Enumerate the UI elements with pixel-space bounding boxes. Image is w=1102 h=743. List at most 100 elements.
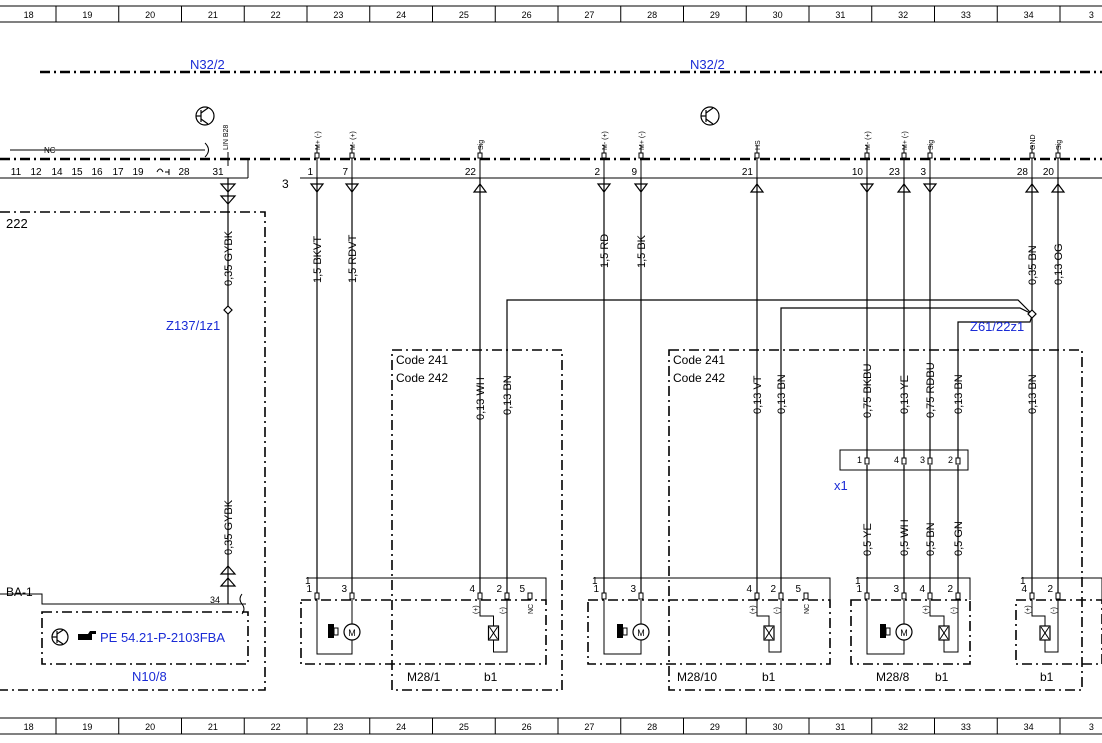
component-pin-number: 2 xyxy=(770,584,776,595)
wire-label: 1,5 RD xyxy=(599,234,611,268)
wire-label: 0,5 GN xyxy=(953,521,965,556)
wire-label: 0,13 VT xyxy=(752,375,764,414)
grid-label-top: 26 xyxy=(522,10,532,20)
motor-gear-detail xyxy=(622,627,628,636)
connector-pin-signal: Sig xyxy=(478,140,485,150)
grid-ticks xyxy=(55,6,1061,734)
ecu-icon-right xyxy=(700,106,720,126)
wire-label: 0,13 BN xyxy=(953,374,965,414)
x1-pin-socket xyxy=(864,457,870,465)
connector-pin-number: 2 xyxy=(594,167,600,178)
wire-label: 0,13 OG xyxy=(1053,243,1065,285)
grid-label-bottom: 24 xyxy=(396,722,406,732)
connector-pin-number: 10 xyxy=(852,167,864,178)
hall-sensor-cross xyxy=(939,626,949,640)
wire-arrow-down xyxy=(859,183,875,193)
component-pin-socket xyxy=(638,592,644,600)
grid-label-top: 31 xyxy=(835,10,845,20)
wire-arrow-up xyxy=(472,183,488,193)
hall-sensor-wiring xyxy=(929,600,959,653)
component-pin-number: 2 xyxy=(947,584,953,595)
motor-gear-icon xyxy=(328,624,334,638)
component-pin-number: 4 xyxy=(469,584,475,595)
left-pin-number: 31 xyxy=(212,167,224,178)
component-pin-number: 4 xyxy=(746,584,752,595)
grid-ruler-top xyxy=(0,5,1102,23)
grid-label-bottom: 23 xyxy=(333,722,343,732)
connector-pin-number: 21 xyxy=(742,167,754,178)
wire-arrow-up xyxy=(1050,183,1066,193)
grid-labels: 1818191920202121222223232424252526262727… xyxy=(24,10,1094,732)
wire-label: 1,5 BKVT xyxy=(312,236,324,283)
connector-pin-signal: M+ (-) xyxy=(315,131,322,150)
component-pin-socket xyxy=(601,592,607,600)
motor-gear-detail xyxy=(333,627,339,636)
grid-label-bottom: 26 xyxy=(522,722,532,732)
component-pin-number: 4 xyxy=(919,584,925,595)
b1-label-1: b1 xyxy=(484,670,498,684)
connector-pin-socket xyxy=(477,152,483,159)
connector-pin-signal: M+ (-) xyxy=(639,131,646,150)
connector-pin-socket xyxy=(638,152,644,159)
component-connector-outline xyxy=(307,577,547,600)
component-boundary xyxy=(300,599,547,665)
component-pin-socket xyxy=(955,592,961,600)
x1-label: x1 xyxy=(834,478,848,493)
wire-label: 0,13 YE xyxy=(899,375,911,414)
connector-pin-signal: M+ (-) xyxy=(902,131,909,150)
component-pin-socket xyxy=(803,592,809,600)
connector-pin-signal: HS xyxy=(755,140,762,150)
grid-label-top: 20 xyxy=(145,10,155,20)
wire-label: 0,13 BN xyxy=(1027,374,1039,414)
bus-label-3: 3 xyxy=(282,177,289,191)
wire-label-gybk-bottom: 0,35 GYBK xyxy=(223,499,235,555)
grid-label-top: 28 xyxy=(647,10,657,20)
left-pin-number: 15 xyxy=(71,167,83,178)
component-pin-socket xyxy=(504,592,510,600)
motor-wiring xyxy=(866,600,905,655)
hall-sensor-cross xyxy=(764,626,774,640)
component-pin-number: 3 xyxy=(341,584,347,595)
component-pin-one: 1 xyxy=(305,576,311,587)
ba1-break xyxy=(239,593,245,615)
break-symbol xyxy=(156,168,170,175)
code241-left: Code 241 xyxy=(396,353,448,367)
grid-label-top: 22 xyxy=(271,10,281,20)
x1-pin-number: 3 xyxy=(920,455,925,465)
pin-polarity-plus: (+) xyxy=(1025,605,1032,614)
component-pin-socket xyxy=(778,592,784,600)
grid-label-top: 23 xyxy=(333,10,343,20)
wire-label: 0,13 BN xyxy=(502,375,514,415)
component-boundary xyxy=(587,599,831,665)
connector-pin-socket xyxy=(754,152,760,159)
grid-label-top: 30 xyxy=(773,10,783,20)
grid-label-bottom: 3 xyxy=(1089,722,1094,732)
pe-reference-link[interactable]: PE 54.21-P-2103FBA xyxy=(100,630,225,645)
n32-label-left: N32/2 xyxy=(190,57,225,72)
wire-arrow-down xyxy=(922,183,938,193)
hall-sensor-wiring xyxy=(756,600,782,653)
left-pin-number: 28 xyxy=(178,167,190,178)
n10-8-label: N10/8 xyxy=(132,669,167,684)
connector-pin-signal: Sig xyxy=(1056,140,1063,150)
grid-label-top: 25 xyxy=(459,10,469,20)
grid-label-bottom: 30 xyxy=(773,722,783,732)
pin-polarity-plus: (+) xyxy=(473,605,480,614)
connector-pin-socket xyxy=(314,152,320,159)
grid-label-top: 32 xyxy=(898,10,908,20)
motor-letter: M xyxy=(900,628,908,638)
connector-pin-socket xyxy=(1029,152,1035,159)
grid-label-top: 18 xyxy=(24,10,34,20)
component-pin-one: 1 xyxy=(855,576,861,587)
connector-pin-number: 22 xyxy=(465,167,477,178)
component-pin-socket xyxy=(477,592,483,600)
wire-gybk xyxy=(219,178,237,604)
pin-polarity-minus: (-) xyxy=(774,607,781,614)
grid-label-top: 33 xyxy=(961,10,971,20)
component-pin-socket xyxy=(864,592,870,600)
grid-label-bottom: 22 xyxy=(271,722,281,732)
connector-pin-number: 9 xyxy=(631,167,637,178)
